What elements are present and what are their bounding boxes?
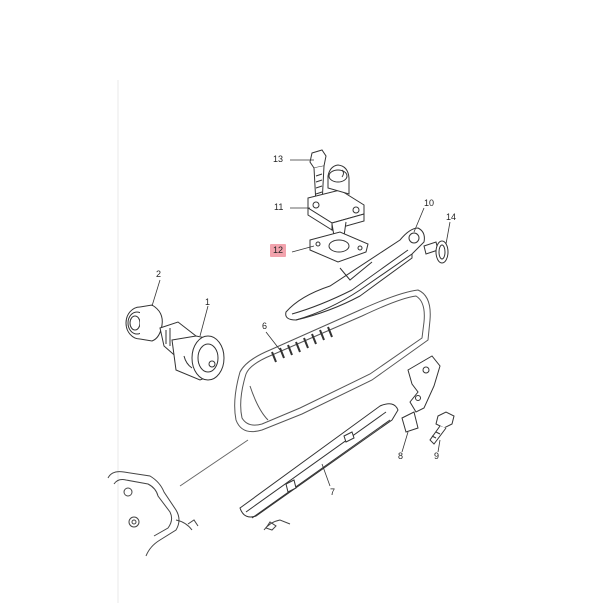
part-11-tensioner[interactable] bbox=[307, 164, 365, 237]
callout-13[interactable]: 13 bbox=[273, 154, 284, 164]
part-8-stopper-guide[interactable] bbox=[401, 355, 441, 433]
part-12-gasket[interactable] bbox=[309, 231, 369, 263]
callout-10[interactable]: 10 bbox=[424, 198, 435, 208]
part-14-pivot-bolt[interactable] bbox=[423, 240, 449, 264]
part-2-bearing[interactable] bbox=[125, 304, 163, 342]
part-6-cam-chain[interactable] bbox=[234, 289, 431, 433]
callout-6[interactable]: 6 bbox=[262, 321, 268, 331]
callout-1[interactable]: 1 bbox=[205, 297, 211, 307]
callout-14[interactable]: 14 bbox=[446, 212, 457, 222]
engine-case-fragment bbox=[107, 439, 291, 557]
part-1-camshaft[interactable] bbox=[159, 321, 225, 381]
callout-9[interactable]: 9 bbox=[434, 451, 440, 461]
callout-2[interactable]: 2 bbox=[156, 269, 162, 279]
part-10-tensioner-guide[interactable] bbox=[285, 227, 425, 321]
callout-8[interactable]: 8 bbox=[398, 451, 404, 461]
part-7-chain-guide[interactable] bbox=[239, 403, 399, 519]
callout-12-highlighted[interactable]: 12 bbox=[270, 244, 287, 257]
callout-11[interactable]: 11 bbox=[274, 202, 284, 212]
callout-7[interactable]: 7 bbox=[330, 487, 336, 497]
leader-lines bbox=[151, 159, 451, 487]
part-9-bolt[interactable] bbox=[429, 411, 455, 445]
